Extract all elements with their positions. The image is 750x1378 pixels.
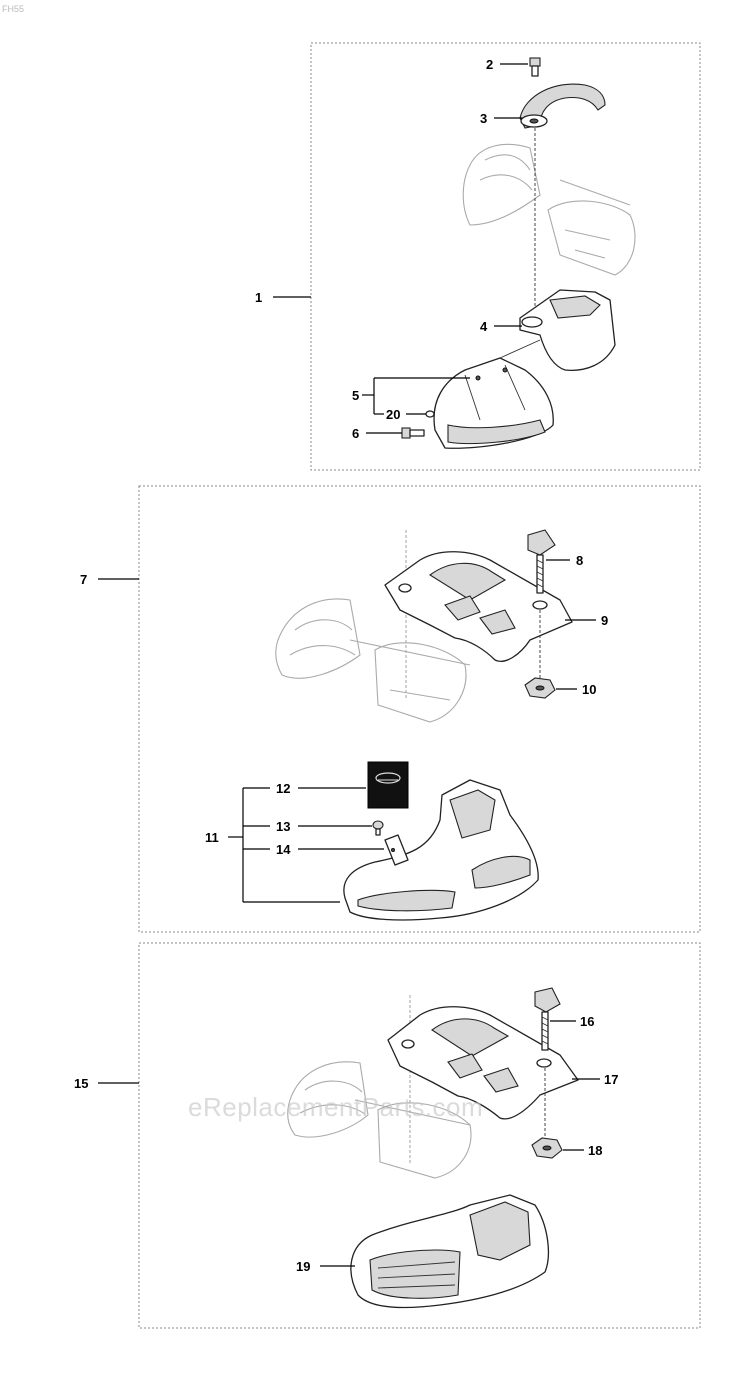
callout-17: 17 [604,1072,618,1087]
callout-8: 8 [576,553,583,568]
callout-3: 3 [480,111,487,126]
callout-7: 7 [80,572,87,587]
callout-13: 13 [276,819,290,834]
part-9-shield [384,551,573,662]
group-15-frame [138,942,701,1329]
part-18-nut [531,1137,563,1159]
part-11-guard [343,779,539,921]
part-10-nut [524,677,556,699]
watermark-text: eReplacementParts.com [188,1092,483,1122]
part-4-bracket [519,289,616,371]
part-8-bolt [527,529,556,594]
callout-4: 4 [480,319,488,334]
part-6-screw [401,427,425,439]
part-16-bolt [534,987,561,1051]
part-20-washer [425,410,435,418]
callout-15: 15 [74,1076,88,1091]
group-7-ghost-assembly [275,530,471,723]
callout-20: 20 [386,407,400,422]
callout-5: 5 [352,388,359,403]
part-17-shield [387,1006,579,1120]
callout-11: 11 [205,830,219,845]
part-12-label [367,761,409,809]
callout-12: 12 [276,781,290,796]
callout-10: 10 [582,682,596,697]
part-13-screw [372,820,384,836]
group-7-frame [138,485,701,933]
part-14-plate [384,834,409,866]
callout-9: 9 [601,613,608,628]
group-1-ghost-assembly [462,143,636,276]
part-2-screw [529,57,541,77]
callout-2: 2 [486,57,493,72]
callout-1: 1 [255,290,262,305]
callout-6: 6 [352,426,359,441]
header-tag: FH55 [2,4,24,14]
part-5-guard [433,357,554,449]
callout-18: 18 [588,1143,602,1158]
group-15-ghost-assembly [287,995,472,1179]
callout-19: 19 [296,1259,310,1274]
callout-14: 14 [276,842,291,857]
part-19-guard [350,1194,550,1309]
part-3-clamp [519,83,606,129]
callout-16: 16 [580,1014,594,1029]
